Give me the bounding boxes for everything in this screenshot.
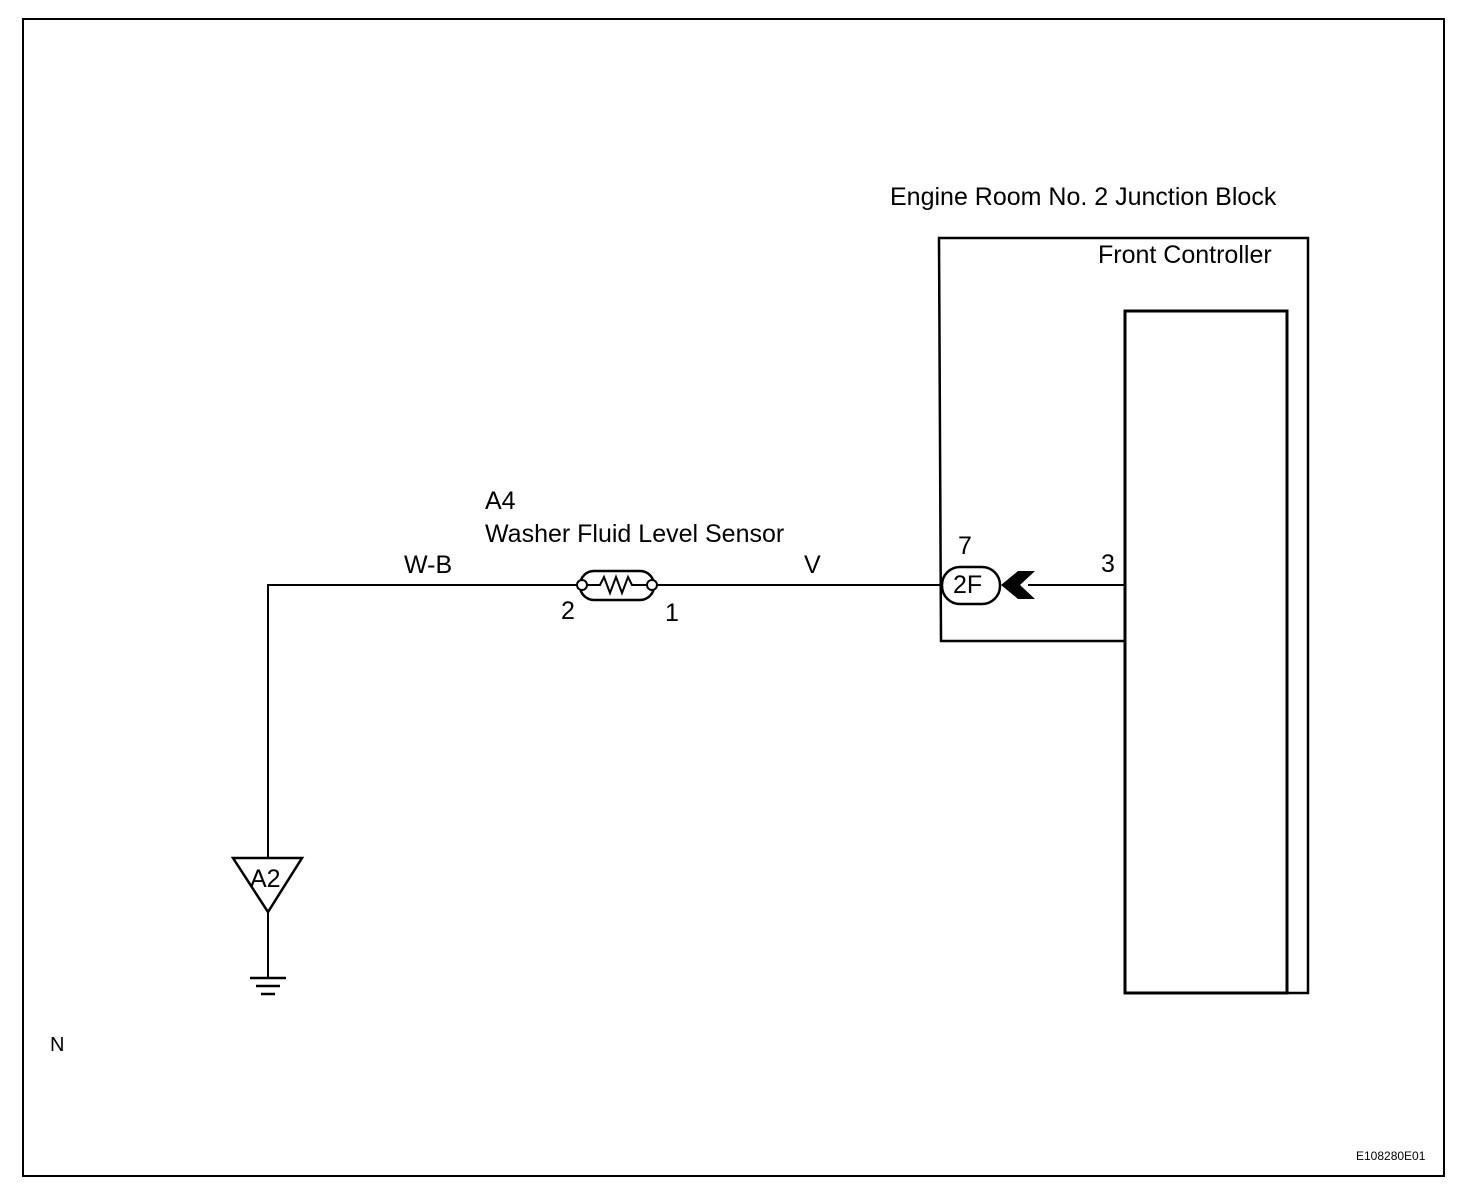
sensor-pin-1: 1 (665, 599, 679, 627)
connector-2f (940, 565, 1002, 606)
junction-block-title: Engine Room No. 2 Junction Block (890, 183, 1277, 211)
connector-arrow (1001, 571, 1035, 599)
sensor-name: Washer Fluid Level Sensor (485, 520, 785, 548)
sensor-code: A4 (485, 487, 516, 515)
wire-color-w-b: W-B (404, 551, 453, 579)
controller-pin-3: 3 (1101, 550, 1115, 578)
front-controller-title: Front Controller (1098, 241, 1272, 269)
wire-color-v: V (804, 551, 821, 579)
washer-fluid-level-sensor-symbol (576, 569, 658, 602)
front-controller-box (1123, 309, 1289, 995)
ground-symbol (250, 976, 286, 996)
ground-label-a2: A2 (250, 865, 281, 893)
page-marker: N (50, 1034, 65, 1056)
wire-w-b (267, 584, 582, 858)
ground-point-triangle (230, 856, 305, 915)
junction-block-outline (937, 236, 1310, 995)
figure-code: E108280E01 (1356, 1149, 1426, 1163)
connector-pin-7: 7 (958, 532, 972, 560)
connector-label-2f: 2F (953, 571, 983, 599)
sensor-pin-2: 2 (561, 597, 575, 625)
page-border (22, 18, 1445, 1177)
